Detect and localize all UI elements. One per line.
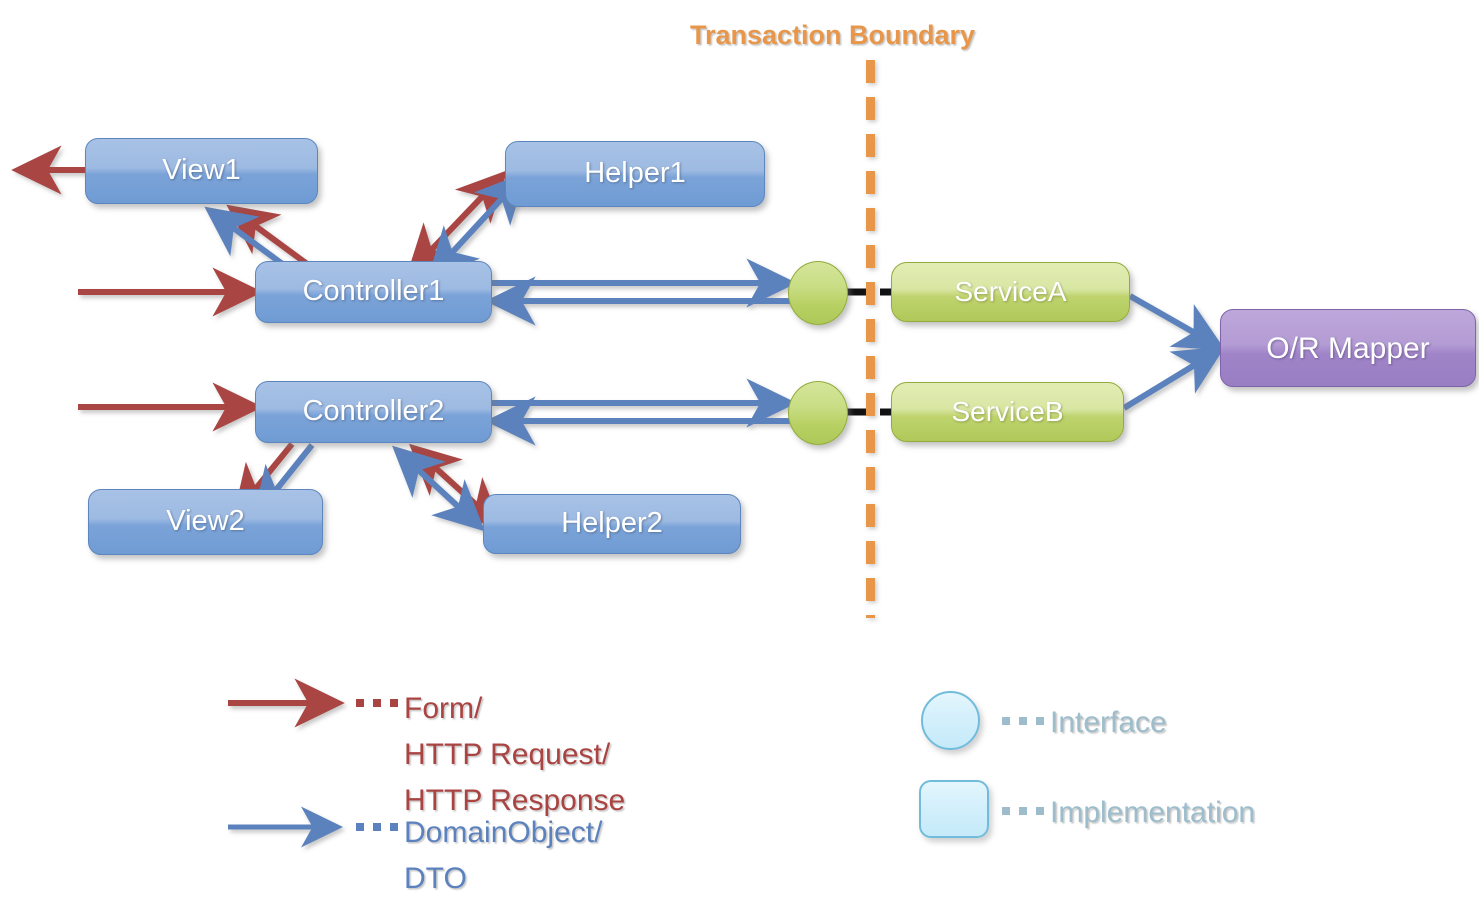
node-label: O/R Mapper (1266, 331, 1430, 365)
node-label: Controller2 (302, 395, 445, 428)
legend-dot (390, 823, 398, 831)
transaction-boundary-line (866, 60, 875, 618)
arrow-servicea-ormapper (1128, 293, 1226, 351)
legend-dots-blue (356, 823, 398, 831)
legend-label-implementation: Implementation (1050, 796, 1256, 829)
legend-dot (1002, 717, 1010, 725)
node-label: ServiceA (954, 275, 1067, 307)
node-label: Helper2 (561, 507, 663, 540)
legend-label-interface: Interface (1050, 706, 1167, 739)
node-label: View2 (166, 505, 245, 538)
arrow-serviceb-ormapper (1122, 346, 1226, 411)
interface-node-servicea[interactable] (788, 261, 848, 325)
legend-dot (1002, 807, 1010, 815)
interface-node-serviceb[interactable] (788, 381, 848, 445)
legend-dots-implementation (1002, 807, 1044, 815)
node-label: Helper1 (584, 157, 686, 190)
node-label: Controller1 (302, 275, 445, 308)
legend-label-red-flow: Form/ HTTP Request/ HTTP Response (404, 692, 626, 817)
legend-dot (373, 823, 381, 831)
legend-dots-interface (1002, 717, 1044, 725)
node-label: ServiceB (951, 395, 1064, 427)
node-serviceb[interactable]: ServiceB (891, 382, 1124, 442)
legend-label-blue-flow: DomainObject/ DTO (404, 816, 603, 895)
node-label: View1 (162, 154, 241, 187)
legend-dot (390, 699, 398, 707)
legend-dots-red (356, 699, 398, 707)
legend-implementation-square-icon (919, 780, 989, 838)
legend-dot (1019, 717, 1027, 725)
legend-dot (373, 699, 381, 707)
legend-dot (1036, 717, 1044, 725)
node-helper2[interactable]: Helper2 (483, 494, 741, 554)
legend-dot (356, 699, 364, 707)
arrow-controller2-helper2-blue (392, 445, 485, 532)
node-servicea[interactable]: ServiceA (891, 262, 1130, 322)
arrow-controller1-helper1-red (406, 170, 508, 276)
transaction-boundary-label: Transaction Boundary (690, 20, 976, 50)
legend-interface-circle-icon (921, 691, 980, 750)
legend-dot (1036, 807, 1044, 815)
node-view1[interactable]: View1 (85, 138, 318, 204)
node-helper1[interactable]: Helper1 (505, 141, 765, 207)
legend-dot (1019, 807, 1027, 815)
legend-dot (356, 823, 364, 831)
node-view2[interactable]: View2 (88, 489, 323, 555)
node-controller2[interactable]: Controller2 (255, 381, 492, 443)
node-controller1[interactable]: Controller1 (255, 261, 492, 323)
node-or-mapper[interactable]: O/R Mapper (1220, 309, 1476, 387)
